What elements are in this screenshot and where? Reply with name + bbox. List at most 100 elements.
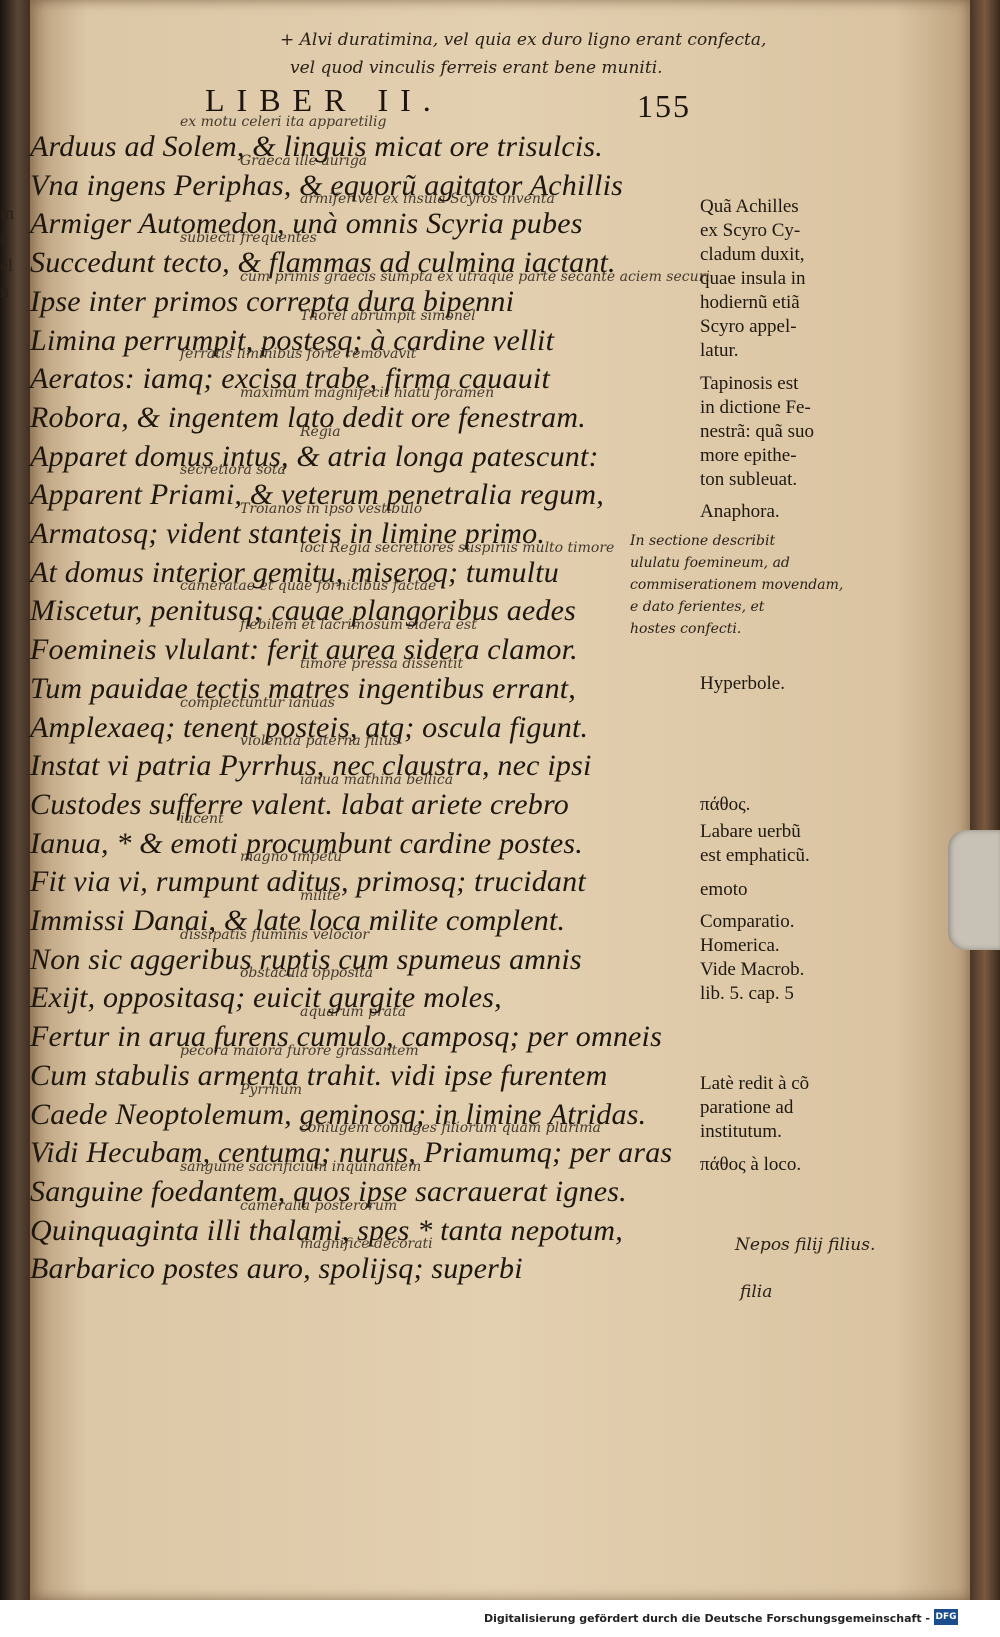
note-line: ton subleuat. bbox=[700, 469, 798, 490]
note-line: Comparatio. bbox=[700, 911, 795, 932]
note-line: quae insula in bbox=[700, 268, 806, 289]
verse-line: Armatosq; vident stanteis in limine prim… bbox=[30, 517, 546, 550]
interlinear-gloss: ferratis liminibus forte removavit bbox=[180, 346, 417, 363]
digitization-footer: Digitalisierung gefördert durch die Deut… bbox=[0, 1600, 1000, 1637]
interlinear-gloss: ex motu celeri ita apparetilig bbox=[180, 114, 387, 130]
note-line: hostes confecti. bbox=[630, 621, 742, 637]
note-line: cladum duxit, bbox=[700, 244, 805, 265]
interlinear-gloss: sanguine sacrificium inquinantem bbox=[180, 1158, 422, 1175]
verse-line: Non sic aggeribus ruptis cum spumeus amn… bbox=[30, 942, 582, 976]
left-fragment: c bbox=[0, 229, 8, 249]
top-handwritten-note-1: + Alvi duratimina, vel quia ex duro lign… bbox=[280, 30, 767, 50]
margin-note-redit: Latè redit à cõ paratione ad institutum. bbox=[700, 1072, 809, 1144]
verse-line: Fertur in arua furens cumulo, camposq; p… bbox=[30, 1020, 662, 1054]
margin-note-labare: Labare uerbũ est emphaticũ. bbox=[700, 820, 810, 868]
interlinear-gloss: dissipatis fluminis velocior bbox=[180, 926, 370, 943]
verse-line: Miscetur, penitusq; cauae plangoribus ae… bbox=[30, 594, 577, 628]
interlinear-gloss: maximum magnifecit hiatu foramen bbox=[240, 384, 495, 401]
verse-line: Ianua, * & emoti procumbunt cardine post… bbox=[30, 826, 583, 860]
left-fragment: m bbox=[0, 203, 15, 223]
interlinear-gloss: iacent bbox=[180, 810, 224, 827]
note-line: hodiernũ etiã bbox=[700, 292, 800, 313]
note-line: ex Scyro Cy- bbox=[700, 220, 801, 241]
verse-line: Exijt, oppositasq; euicit gurgite moles, bbox=[30, 981, 502, 1015]
verse-line: Limina perrumpit, postesq; à cardine vel… bbox=[30, 323, 555, 357]
interlinear-gloss: secretiora sota bbox=[180, 462, 286, 479]
interlinear-gloss: cum primis graecis sumpta ex utraque par… bbox=[240, 268, 710, 285]
verse-line: Fit via vi, rumpunt aditus, primosq; tru… bbox=[30, 865, 586, 899]
note-line: ululatu foemineum, ad bbox=[630, 555, 790, 571]
note-line: nestrã: quã suo bbox=[700, 421, 814, 442]
note-line: latur. bbox=[700, 340, 739, 361]
interlinear-gloss: coniugem coniuges filiorum quam plurima bbox=[300, 1120, 601, 1137]
verse-line: Apparent Priami, & veterum penetralia re… bbox=[30, 478, 604, 512]
interlinear-gloss: ianua mathina bellica bbox=[300, 771, 454, 788]
interlinear-gloss: cameratae et quae fornicibus factae bbox=[180, 578, 437, 595]
verse-line: Barbarico postes auro, spolijsq; superbi bbox=[30, 1252, 523, 1286]
note-line: Homerica. bbox=[700, 935, 780, 956]
note-line: Vide Macrob. bbox=[700, 959, 805, 980]
left-margin-fragments: m c el n bbox=[0, 200, 14, 304]
top-handwritten-note-2: vel quod vinculis ferreis erant bene mun… bbox=[290, 58, 663, 78]
book-page bbox=[30, 0, 970, 1600]
note-line: lib. 5. cap. 5 bbox=[700, 983, 794, 1004]
interlinear-gloss: pecora maiora furore grassantem bbox=[180, 1042, 419, 1059]
verse-line: Foemineis vlulant: ferit aurea sidera cl… bbox=[30, 633, 578, 667]
note-line: Quã Achilles bbox=[700, 196, 799, 217]
verse-line: Ipse inter primos correpta dura bipenni bbox=[30, 284, 515, 318]
margin-note-tapinosis: Tapinosis est in dictione Fe- nestrã: qu… bbox=[700, 372, 814, 492]
interlinear-gloss: aquarum prata bbox=[300, 1004, 407, 1021]
interlinear-gloss: Thorel abrumpit simonel bbox=[300, 307, 476, 324]
margin-note-nepos: Nepos filij filius. bbox=[735, 1235, 876, 1255]
page-edge bbox=[970, 0, 1000, 1600]
verse-line: Sanguine foedantem, quos ipse sacrauerat… bbox=[30, 1174, 627, 1208]
note-line: paratione ad bbox=[700, 1097, 794, 1118]
interlinear-gloss: loci Regia secretiores suspiriis multo t… bbox=[300, 539, 615, 556]
footer-credit: Digitalisierung gefördert durch die Deut… bbox=[483, 1612, 930, 1625]
verse-line: Immissi Danai, & late loca milite comple… bbox=[30, 904, 566, 937]
verse-line: Tum pauidae tectis matres ingentibus err… bbox=[30, 671, 577, 705]
verse-line: Quinquaginta illi thalami, spes * tanta … bbox=[30, 1213, 623, 1247]
note-line: est emphaticũ. bbox=[700, 845, 810, 866]
verse-line: Vidi Hecubam, centumq; nurus, Priamumq; … bbox=[30, 1136, 673, 1170]
verse-line: At domus interior gemitu, miseroq; tumul… bbox=[30, 555, 559, 589]
note-line: institutum. bbox=[700, 1121, 782, 1142]
note-line: more epithe- bbox=[700, 445, 797, 466]
verse-line: Aeratos: iamq; excisa trabe, firma cauau… bbox=[30, 362, 550, 396]
page-clip bbox=[948, 830, 1000, 950]
dfg-logo: DFG bbox=[934, 1609, 958, 1625]
interlinear-gloss: magno impetu bbox=[240, 849, 343, 866]
interlinear-gloss: violentia paterna filius bbox=[240, 733, 400, 750]
margin-note-achilles: Quã Achilles ex Scyro Cy- cladum duxit, … bbox=[700, 195, 806, 363]
note-line: Scyro appel- bbox=[700, 316, 797, 337]
verse-line: Custodes sufferre valent. labat ariete c… bbox=[30, 787, 569, 821]
margin-note-pathos-loco: πάθος à loco. bbox=[700, 1154, 802, 1175]
interlinear-gloss: complectuntur ianuas bbox=[180, 694, 335, 711]
note-line: Tapinosis est bbox=[700, 373, 799, 394]
verse-line: Cum stabulis armenta trahit. vidi ipse f… bbox=[30, 1058, 608, 1092]
verse-line: Caede Neoptolemum, geminosq; in limine A… bbox=[30, 1097, 647, 1131]
left-fragment: el bbox=[0, 255, 13, 275]
note-line: e dato ferientes, et bbox=[630, 599, 765, 615]
margin-note-pathos: πάθος. bbox=[700, 794, 751, 815]
interlinear-gloss: Regia bbox=[300, 423, 341, 440]
verse-line: Robora, & ingentem lato dedit ore fenest… bbox=[30, 400, 586, 434]
verse-line: Vna ingens Periphas, & equorũ agitator A… bbox=[30, 168, 623, 202]
margin-note-hyperbole: Hyperbole. bbox=[700, 673, 785, 694]
interlinear-gloss: Graeca ille auriga bbox=[240, 152, 368, 169]
interlinear-gloss: obstacula opposita bbox=[240, 965, 374, 982]
interlinear-gloss: cameralia posterorum bbox=[240, 1197, 398, 1214]
verse-line: Instat vi patria Pyrrhus, nec claustra, … bbox=[30, 749, 592, 783]
margin-note-emoto: emoto bbox=[700, 879, 748, 900]
margin-note-comparatio: Comparatio. Homerica. Vide Macrob. lib. … bbox=[700, 910, 804, 1006]
margin-handwritten-note: In sectione describit ululatu foemineum,… bbox=[630, 530, 843, 640]
running-title: LIBER II. bbox=[205, 82, 443, 118]
interlinear-gloss: Pyrrhum bbox=[240, 1081, 303, 1098]
interlinear-gloss: Troianos in ipso vestibulo bbox=[240, 501, 423, 517]
interlinear-gloss: subiecti frequentes bbox=[180, 230, 317, 247]
verse-line: Apparet domus intus, & atria longa pates… bbox=[30, 439, 599, 473]
note-line: in dictione Fe- bbox=[700, 397, 811, 418]
interlinear-gloss: timore pressa dissentit bbox=[300, 655, 464, 672]
interlinear-gloss: magnifice decorati bbox=[300, 1236, 433, 1253]
interlinear-gloss: armifer vel ex insula Scyros inventa bbox=[300, 191, 555, 208]
